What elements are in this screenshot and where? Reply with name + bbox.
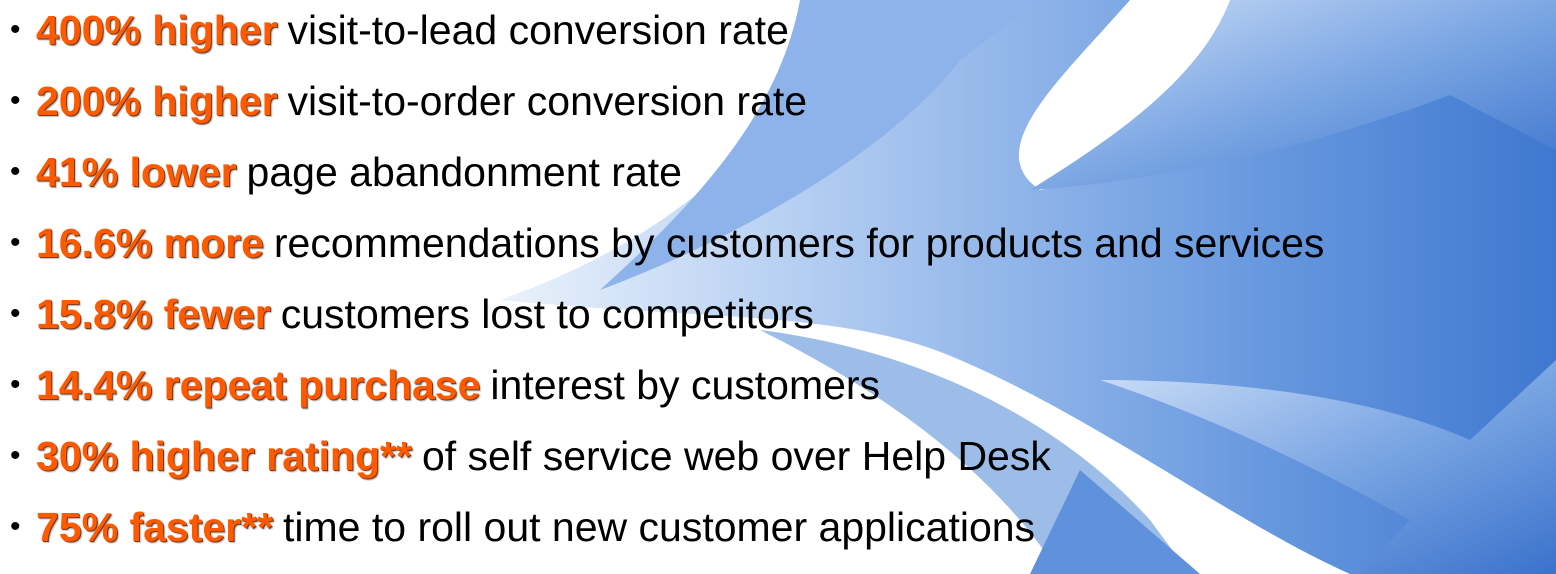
arrow-head-upper [1030,0,1556,190]
bullet-icon: • [10,13,21,46]
body-text: visit-to-lead conversion rate [287,7,789,53]
arrow-head-bottom [1030,470,1200,574]
arrow-head-top [600,0,1040,290]
bullet-icon: • [10,439,21,472]
list-item: • 30% higher rating**of self service web … [10,427,1051,485]
body-text: time to roll out new customer applicatio… [283,504,1036,550]
highlight-text: 75% faster** [36,504,274,550]
bullet-icon: • [10,155,21,188]
highlight-text: 15.8% fewer [36,291,271,337]
arrow-head-lower [1100,360,1556,574]
body-text: customers lost to competitors [280,291,814,337]
bullet-icon: • [10,510,21,543]
bullet-icon: • [10,368,21,401]
body-text: recommendations by customers for product… [273,220,1325,266]
bullet-icon: • [10,226,21,259]
list-item: • 75% faster**time to roll out new custom… [10,498,1035,556]
bullet-icon: • [10,84,21,117]
highlight-text: 16.6% more [36,220,264,266]
body-text: visit-to-order conversion rate [287,78,808,124]
highlight-text: 200% higher [36,78,278,124]
highlight-text: 30% higher rating** [36,433,412,479]
highlight-text: 400% higher [36,7,278,53]
bullet-icon: • [10,297,21,330]
body-text: of self service web over Help Desk [421,433,1051,479]
highlight-text: 41% lower [36,149,237,195]
highlight-text: 14.4% repeat purchase [36,362,481,408]
body-text: page abandonment rate [246,149,682,195]
body-text: interest by customers [490,362,881,408]
